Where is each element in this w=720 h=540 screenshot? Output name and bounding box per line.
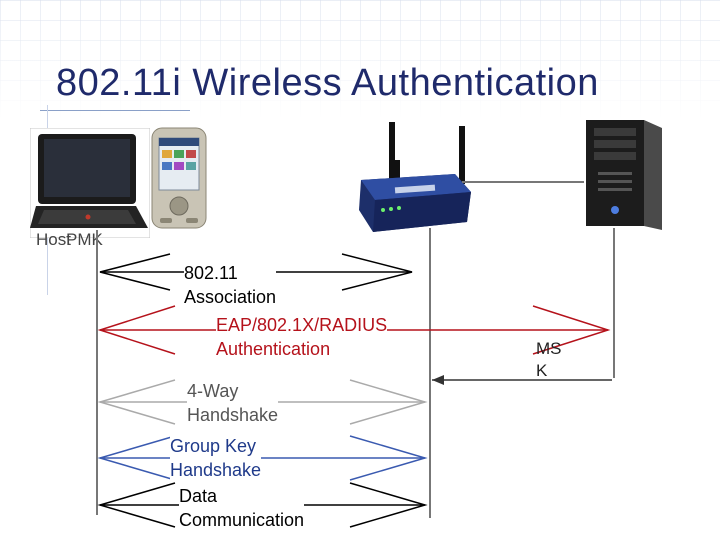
- msk-arrow: [432, 375, 612, 385]
- data-communication-label-line1: Data: [179, 486, 218, 506]
- wireless-router-icon: [359, 122, 471, 232]
- server-tower-icon: [586, 120, 662, 230]
- title-underline: [40, 110, 190, 111]
- group-key-label-line2: Handshake: [170, 460, 262, 480]
- client-label-pmk: PMK: [66, 230, 103, 249]
- msk-label: MS K: [536, 338, 562, 382]
- four-way-label-line1: 4-Way: [187, 381, 239, 401]
- association-label-line1: 802.11: [184, 263, 238, 283]
- msk-label-line1: MS: [536, 339, 562, 358]
- pda-icon: [151, 127, 207, 229]
- association-label-line2: Association: [184, 287, 277, 307]
- eap-label-line1: EAP/802.1X/RADIUS: [216, 315, 388, 335]
- page-title: 802.11i Wireless Authentication: [56, 62, 599, 104]
- data-communication-label-line2: Communication: [179, 510, 305, 530]
- data-communication-label: Data Communication: [179, 484, 305, 532]
- group-key-label-line1: Group Key: [170, 436, 257, 456]
- msk-label-line2: K: [536, 361, 548, 380]
- eap-label: EAP/802.1X/RADIUS Authentication: [216, 313, 388, 361]
- association-label: 802.11 Association: [184, 261, 277, 309]
- client-label-host: Host: [36, 230, 71, 249]
- four-way-label-line2: Handshake: [187, 405, 279, 425]
- group-key-label: Group Key Handshake: [170, 434, 262, 482]
- four-way-label: 4-Way Handshake: [187, 379, 279, 427]
- laptop-icon: [30, 128, 150, 238]
- eap-label-line2: Authentication: [216, 339, 331, 359]
- header-grid-fade: [0, 0, 720, 120]
- group-key-handshake-arrow: [97, 435, 428, 481]
